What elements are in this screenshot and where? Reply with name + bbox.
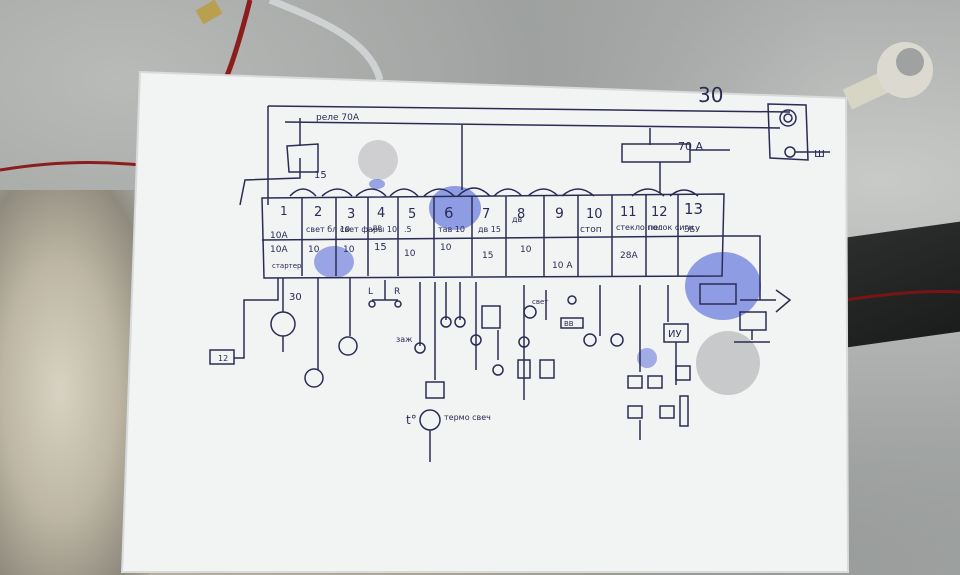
red-wire	[0, 161, 141, 172]
fuse-note: 10А	[270, 231, 288, 241]
fuse-note: стоп	[580, 225, 602, 235]
red-wire	[844, 290, 960, 302]
fuse-12: 12	[651, 205, 668, 220]
amp-rating: 10	[404, 249, 416, 259]
connector	[195, 0, 223, 25]
note-iu: ИУ	[668, 329, 682, 340]
note-ignition: заж	[396, 335, 412, 344]
amp-rating: 10	[520, 245, 532, 255]
paper-sheet	[122, 72, 848, 572]
note-12: 12	[218, 354, 228, 363]
ground-label: ш	[814, 146, 825, 160]
amp-rating: 10	[308, 245, 320, 255]
fuse-13: 13	[684, 200, 703, 218]
fuse-note: свет фары 10	[340, 225, 397, 234]
amp-rating: 10А	[270, 245, 288, 255]
handwriting: 30 реле 70А 70 А 15 30 ш 1 2 3 4 5 6 7 8…	[218, 83, 825, 427]
amp-rating: 10 А	[552, 261, 573, 271]
amp-rating: 15	[482, 251, 493, 261]
fuse-note: дв	[372, 223, 383, 232]
fuse-note: свет бл 10	[306, 225, 350, 234]
note-light: свет	[532, 298, 548, 306]
amp-rating: 28А	[620, 251, 638, 261]
note-glow-plug: термо свеч	[444, 413, 491, 422]
fuse-note: песок сигн	[648, 223, 694, 232]
shadow-blot	[696, 331, 760, 395]
fuse-note: тав 10	[438, 225, 465, 234]
fuse-3: 3	[347, 207, 355, 222]
shadow-blot	[358, 140, 398, 180]
fuse-note: дв 15	[478, 225, 501, 234]
fuse-4: 4	[377, 206, 385, 221]
fuse-9: 9	[555, 206, 564, 222]
note-right: R	[394, 287, 400, 297]
terminal-30-small: 30	[289, 292, 302, 303]
fuse-6: 6	[444, 204, 454, 222]
note-temp: t°	[406, 413, 417, 427]
ink-schematic	[209, 103, 830, 462]
fuse-11: 11	[620, 205, 637, 220]
fuse-note: ЭБУ	[684, 225, 700, 234]
amp-rating: 15	[374, 242, 387, 253]
terminal-30-label: 30	[698, 83, 723, 107]
relay-top-label: реле 70А	[316, 113, 360, 123]
note-starter: стартер	[272, 262, 302, 270]
wrench-icon	[842, 42, 933, 110]
amp-rating: 10	[440, 243, 452, 253]
note-vv: ВВ	[564, 320, 574, 328]
fuse-note: стекло пол	[616, 223, 663, 232]
relay-right-label: 70 А	[678, 140, 703, 153]
relay-15-label: 15	[314, 170, 327, 181]
fuse-note: дв	[512, 215, 523, 224]
fuse-1: 1	[280, 204, 288, 218]
fuse-5: 5	[408, 207, 416, 222]
fuse-10: 10	[586, 207, 603, 222]
amp-rating: 10	[343, 245, 355, 255]
white-cable	[268, 0, 384, 82]
red-wire	[222, 0, 253, 82]
note-left: L	[368, 287, 373, 297]
fuse-7: 7	[482, 207, 490, 222]
fuse-2: 2	[314, 205, 322, 220]
fuse-note: .5	[404, 225, 412, 234]
fuse-8: 8	[517, 207, 525, 222]
